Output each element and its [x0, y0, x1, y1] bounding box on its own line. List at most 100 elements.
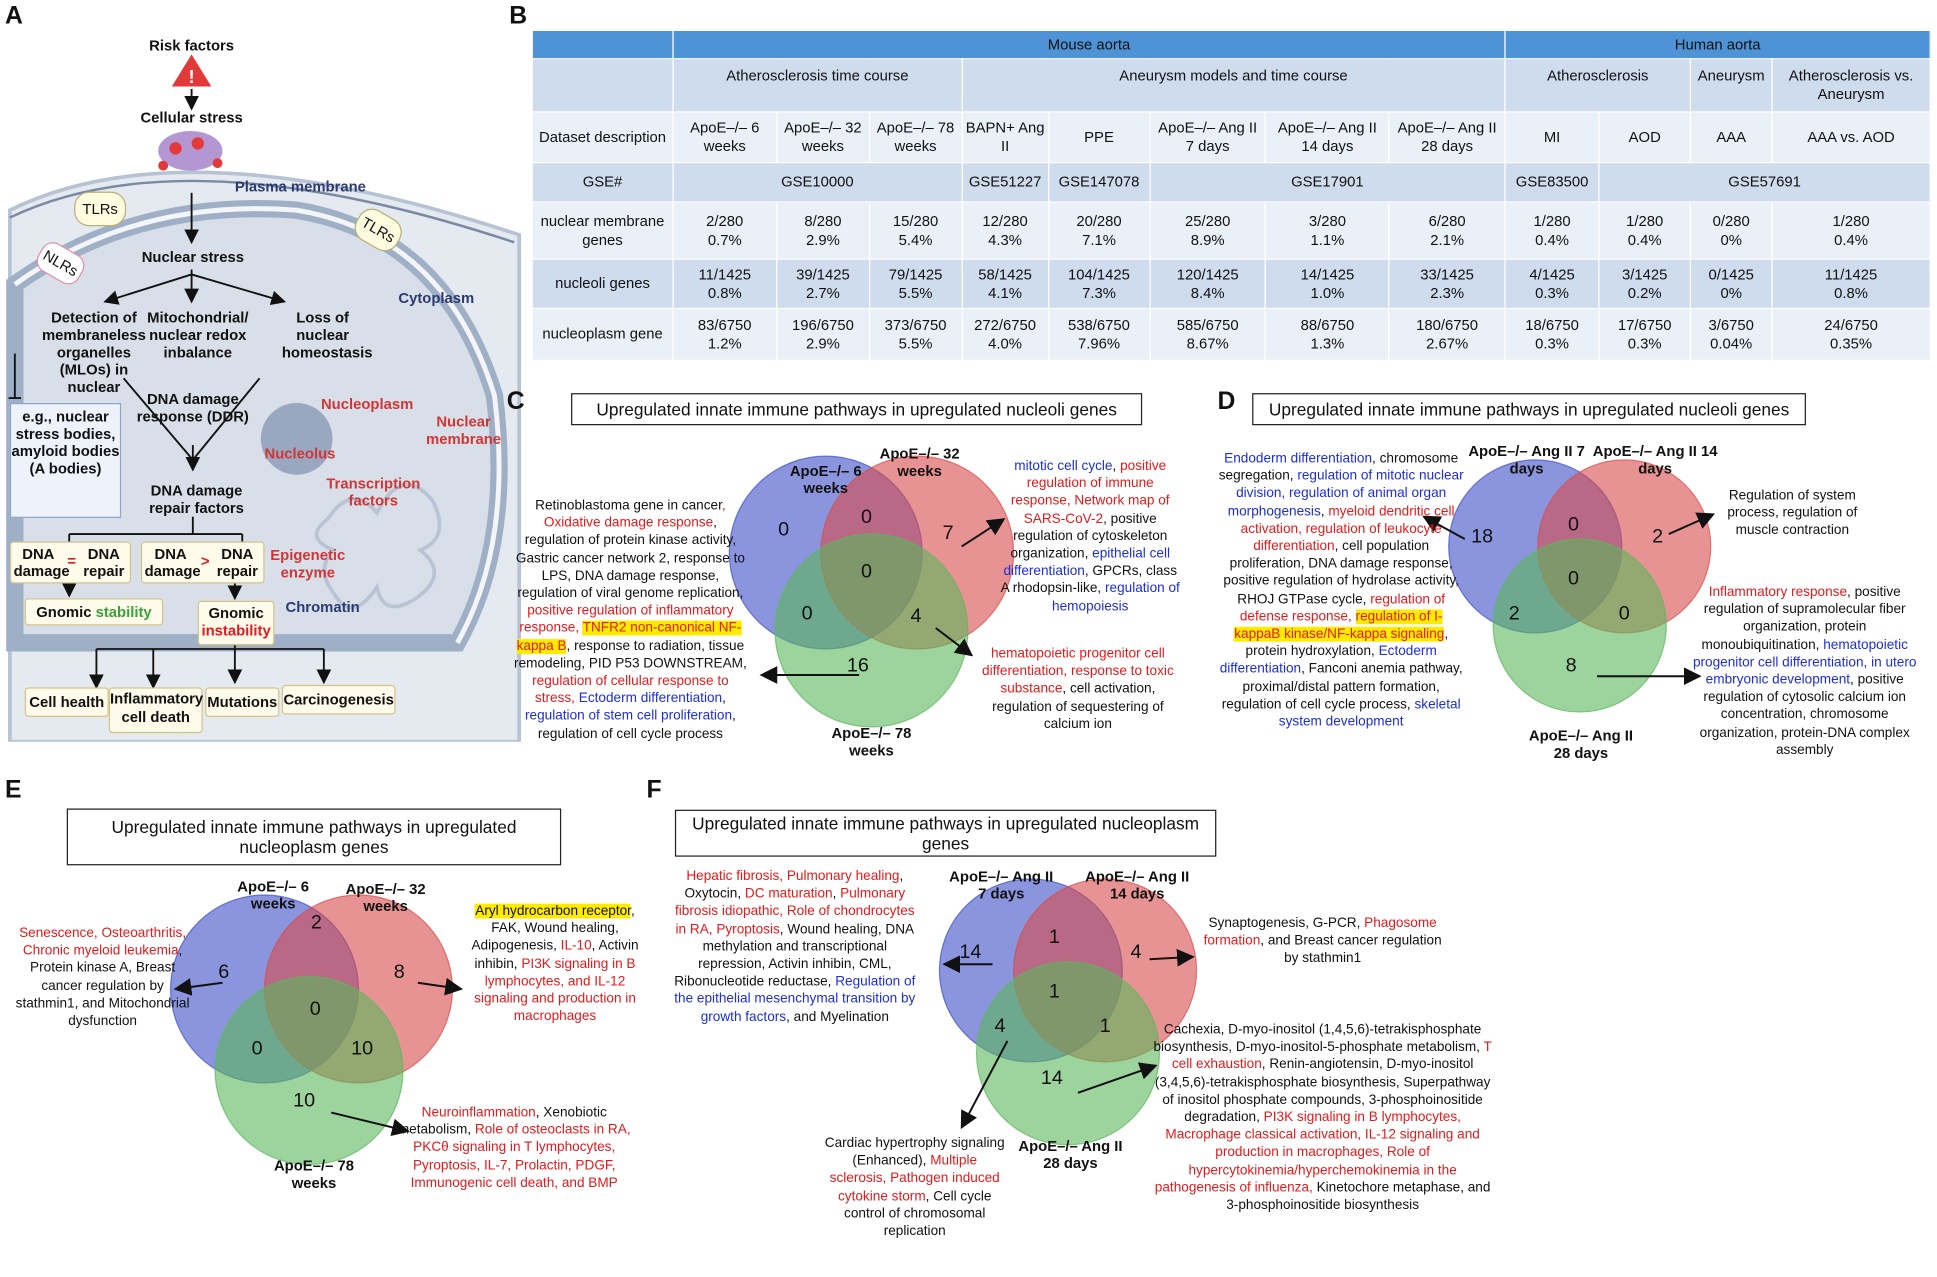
pathway-text: , response to radiation, tissue remodeli…	[514, 638, 747, 672]
pathway-text: , Fanconi anemia pathway, proximal/dista…	[1221, 661, 1463, 712]
atherosclerosis-header: Atherosclerosis	[1504, 58, 1692, 113]
pathway-list-right: Aryl hydrocarbon receptor, FAK, Wound he…	[464, 902, 647, 1025]
venn-set-label: ApoE–/– 6 weeks	[237, 877, 310, 913]
pathway-text: regulation of cellular response to stres…	[532, 673, 729, 707]
plasma-membrane-label: Plasma membrane	[234, 178, 366, 196]
cell-percent: 8.4%	[1190, 283, 1225, 302]
cell-percent: 0.2%	[1627, 283, 1662, 302]
pathway-text: , positive regulation of supramolecular …	[1701, 584, 1906, 653]
pathway-text: IL-10	[560, 938, 592, 954]
pathway-text: Cardiac hypertrophy signaling (Enhanced)…	[824, 1136, 1005, 1169]
cell-count: 0/280	[1712, 212, 1750, 230]
pathway-text: mitotic cell cycle	[1014, 458, 1113, 474]
pathway-list-ac: Cardiac hypertrophy signaling (Enhanced)…	[823, 1135, 1006, 1240]
dataset-cell: MI	[1504, 111, 1600, 164]
pathway-text: Ectoderm differentiation	[1219, 644, 1437, 677]
pathway-text: ,	[832, 886, 841, 902]
cell-percent: 5.5%	[898, 334, 933, 352]
chromatin-label: Chromatin	[285, 598, 360, 616]
cell-count: 585/6750	[1176, 315, 1239, 334]
dataset-cell: ApoE–/– 32 weeks	[775, 111, 870, 164]
cell-percent: 0%	[1720, 230, 1742, 248]
pathway-text: Retinoblastoma gene in cancer	[535, 498, 722, 514]
venn-count-ab: 0	[1568, 514, 1580, 536]
transcription-factors-label: Transcription factors	[326, 474, 421, 510]
cell-count: 3/1425	[1622, 265, 1668, 283]
cell-count: 1/280	[1626, 212, 1664, 230]
venn-set-label: ApoE–/– Ang II 14 days	[1592, 442, 1718, 478]
pathway-text: Ectoderm differentiation	[578, 691, 723, 707]
cell-percent: 5.5%	[898, 283, 933, 302]
gnomic-text: Gnomic	[36, 603, 92, 621]
cell-percent: 2.9%	[805, 230, 840, 248]
venn-set-label: ApoE–/– Ang II 7 days	[1468, 442, 1585, 478]
venn-count-ac: 2	[1508, 603, 1520, 625]
cell-count: 58/1425	[978, 265, 1032, 283]
pathway-text: positive regulation of immune response, …	[1010, 458, 1170, 527]
cell-percent: 0.4%	[1627, 230, 1662, 248]
cell-count: 538/6750	[1068, 315, 1130, 334]
pathway-text: Inflammatory response	[1708, 584, 1848, 600]
venn-count-abc: 0	[309, 998, 321, 1020]
cytoplasm-label: Cytoplasm	[398, 289, 475, 307]
venn-count-ab: 1	[1048, 927, 1060, 949]
equal-sign: =	[67, 552, 77, 570]
pathway-text: ,	[1112, 458, 1121, 474]
venn-count-ab: 2	[310, 912, 322, 934]
cell-count: 3/280	[1308, 212, 1346, 230]
cell-percent: 0.3%	[1535, 334, 1569, 352]
cell-count: 373/6750	[884, 315, 947, 334]
cell-count: 88/6750	[1300, 315, 1355, 334]
athero-time-header: Atherosclerosis time course	[672, 58, 963, 113]
gse-row: GSE# GSE10000 GSE51227 GSE147078 GSE1790…	[531, 161, 1931, 203]
greater-sign: >	[200, 552, 210, 570]
pathway-list-bottom: Neuroinflammation, Xenobiotic metabolism…	[396, 1104, 633, 1192]
cell-count: 6/280	[1428, 212, 1466, 230]
venn-count-b: 2	[1652, 526, 1664, 548]
nuclear-stress-label: Nuclear stress	[141, 248, 244, 266]
gse-label: GSE#	[531, 161, 674, 203]
pathway-text: , regulation of protein kinase activity,…	[515, 515, 745, 601]
pathway-text: hematopoietic progenitor cell differenti…	[1692, 637, 1917, 688]
pathway-list-left: Endoderm differentiation, chromosome seg…	[1218, 450, 1465, 731]
venn-count-c: 14	[1040, 1068, 1063, 1090]
venn-set-label: ApoE–/– 78 weeks	[273, 1157, 354, 1192]
pathway-list-bottom: hematopoietic progenitor cell differenti…	[972, 645, 1185, 733]
gse-cell: GSE83500	[1504, 161, 1600, 203]
pathway-text: T cell exhaustion	[1171, 1039, 1492, 1073]
venn-title: Upregulated innate immune pathways in up…	[66, 808, 562, 866]
cell-count: 104/1425	[1068, 265, 1130, 283]
venn-count-a: 14	[959, 941, 982, 963]
cell-count: 11/1425	[698, 265, 752, 283]
cell-percent: 0.7%	[707, 230, 742, 248]
cellular-stress-label: Cellular stress	[140, 108, 243, 127]
cell-percent: 0.35%	[1830, 334, 1873, 352]
aneurysm-models-header: Aneurysm models and time course	[961, 58, 1506, 113]
dna-damage-equal-box: DNA damage = DNA repair	[9, 541, 132, 584]
gse-cell: GSE51227	[961, 161, 1049, 203]
cell-count: 196/6750	[791, 315, 854, 334]
nucleoplasm-label: Nucleoplasm	[320, 395, 414, 413]
panel-letter-e: E	[4, 776, 22, 804]
cell-count: 180/6750	[1416, 315, 1479, 334]
cell-count: 24/6750	[1824, 315, 1878, 334]
inflammatory-death-box: Inflammatory cell death	[108, 687, 203, 734]
pathway-text: , Protein kinase A, Breast cancer regula…	[15, 943, 190, 1029]
pathway-text: DC maturation	[744, 886, 833, 902]
pathway-text: Multiple sclerosis, Pathogen induced cyt…	[829, 1153, 1000, 1204]
mutations-box: Mutations	[205, 687, 280, 717]
cell-percent: 0%	[1720, 283, 1742, 302]
pathway-text: Aryl hydrocarbon receptor	[475, 903, 631, 919]
